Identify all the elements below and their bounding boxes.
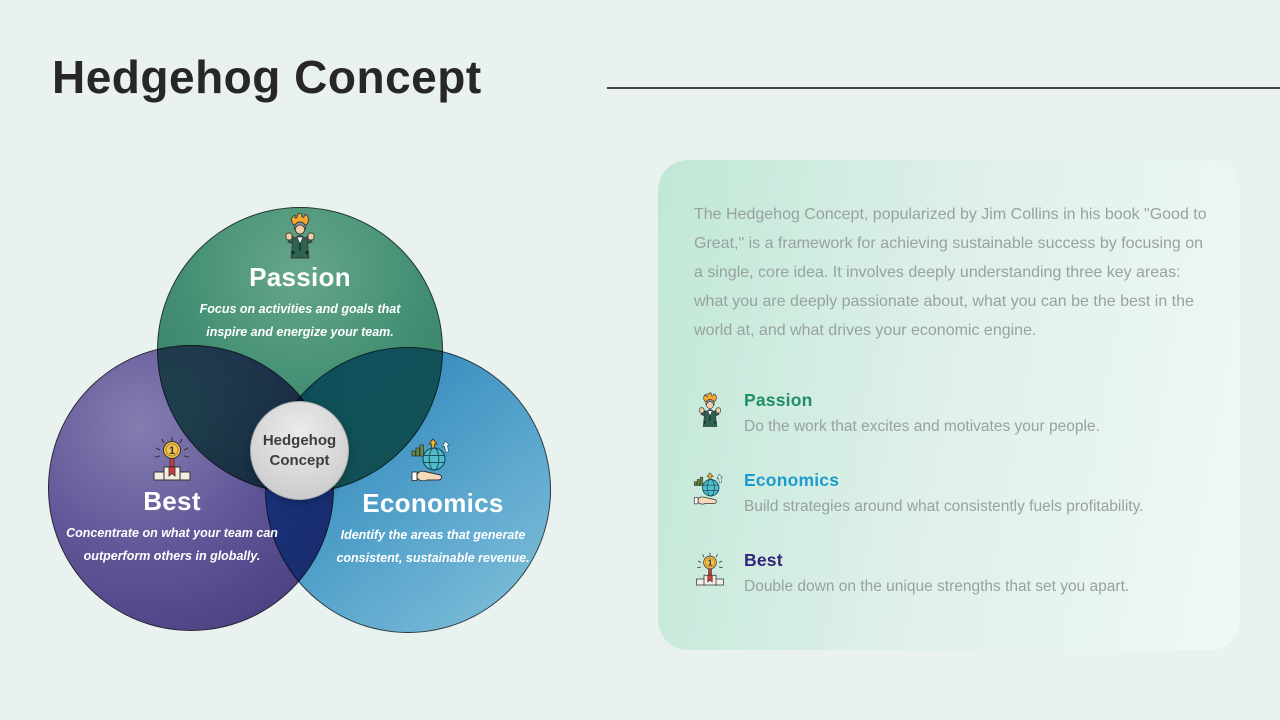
- list-item-passion-description: Do the work that excites and motivates y…: [744, 418, 1100, 435]
- list-item-best-title: Best: [744, 550, 783, 570]
- page-title: Hedgehog Concept: [52, 51, 482, 103]
- list-item-economics-title: Economics: [744, 470, 840, 490]
- passion-icon: [692, 392, 728, 428]
- economics-icon: [692, 472, 728, 508]
- passion-circle-content: Passion Focus on activities and goals th…: [190, 212, 410, 344]
- list-item-best-description: Double down on the unique strengths that…: [744, 578, 1130, 595]
- hedgehog-venn-diagram: Passion Focus on activities and goals th…: [48, 207, 551, 633]
- list-item-text: Economics Build strategies around what c…: [744, 470, 1143, 516]
- venn-center-circle: Hedgehog Concept: [250, 401, 349, 500]
- passion-circle-description: Focus on activities and goals that inspi…: [199, 302, 401, 339]
- list-item-passion-title: Passion: [744, 390, 813, 410]
- economics-icon: [409, 438, 457, 486]
- list-item-economics-description: Build strategies around what consistentl…: [744, 498, 1144, 515]
- economics-circle-title: Economics: [362, 488, 504, 518]
- economics-circle-description: Identify the areas that generate consist…: [336, 528, 530, 565]
- best-circle-description: Concentrate on what your team can outper…: [66, 526, 278, 563]
- best-circle-title: Best: [143, 486, 201, 516]
- title-divider-line: [607, 87, 1280, 89]
- intro-paragraph: The Hedgehog Concept, popularized by Jim…: [694, 206, 1207, 339]
- list-item-economics: Economics Build strategies around what c…: [692, 470, 1143, 516]
- passion-icon: [276, 212, 324, 260]
- best-circle-content: Best Concentrate on what your team can o…: [62, 436, 282, 568]
- best-icon: [692, 552, 728, 588]
- venn-center-label: Hedgehog Concept: [262, 432, 337, 469]
- list-item-best: Best Double down on the unique strengths…: [692, 550, 1129, 596]
- best-icon: [148, 436, 196, 484]
- passion-circle-title: Passion: [249, 262, 351, 292]
- economics-circle-content: Economics Identify the areas that genera…: [323, 438, 543, 570]
- info-panel: The Hedgehog Concept, popularized by Jim…: [658, 160, 1240, 650]
- list-item-passion: Passion Do the work that excites and mot…: [692, 390, 1100, 436]
- list-item-text: Passion Do the work that excites and mot…: [744, 390, 1100, 436]
- list-item-text: Best Double down on the unique strengths…: [744, 550, 1129, 596]
